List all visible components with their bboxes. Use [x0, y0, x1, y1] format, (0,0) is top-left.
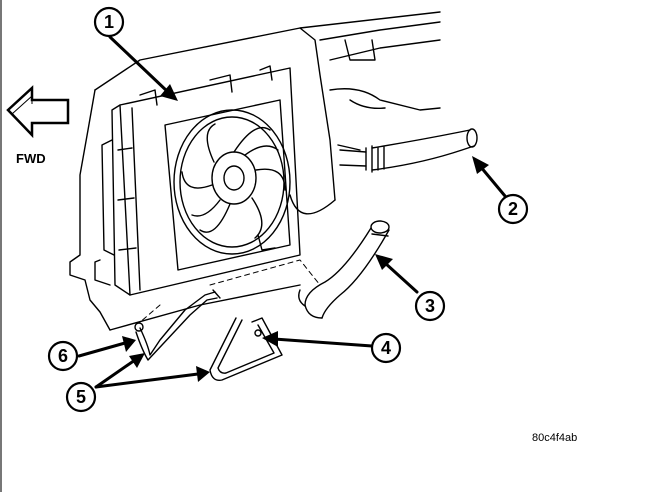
image-code: 80c4f4ab	[532, 432, 577, 444]
cooling-fan-shroud	[164, 99, 291, 271]
vehicle-front-structure	[69, 11, 441, 331]
lower-radiator-hose	[298, 220, 390, 319]
callout-4-number: 4	[381, 338, 391, 358]
callout-1-number: 1	[104, 12, 114, 32]
callout-2-number: 2	[508, 199, 518, 219]
left-frame-border	[0, 0, 2, 492]
heater-return-hoses	[134, 289, 283, 381]
callout-3-number: 3	[425, 296, 435, 316]
callout-3-circle	[414, 290, 446, 322]
leader-arrowheads	[122, 84, 489, 382]
radiator-assembly	[94, 65, 301, 296]
callout-6-circle	[47, 340, 79, 372]
fwd-arrow-icon	[6, 85, 70, 139]
callout-2-circle	[497, 193, 529, 225]
reference-dashes	[138, 259, 321, 324]
callout-5-circle	[65, 381, 97, 413]
leader-lines	[77, 35, 507, 389]
callout-1-circle	[93, 6, 125, 38]
upper-radiator-hose	[339, 128, 478, 173]
callout-6-number: 6	[58, 346, 68, 366]
callout-4-circle	[370, 332, 402, 364]
fwd-label: FWD	[16, 151, 46, 166]
callout-5-number: 5	[76, 387, 86, 407]
